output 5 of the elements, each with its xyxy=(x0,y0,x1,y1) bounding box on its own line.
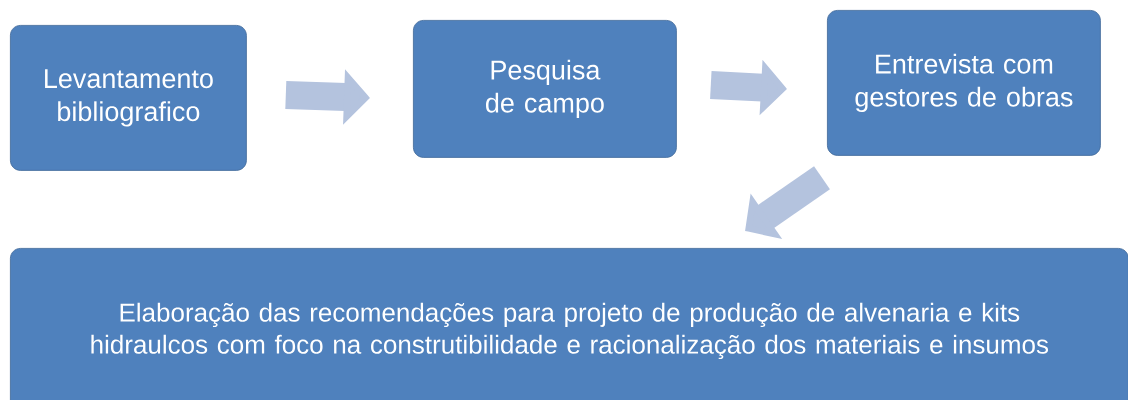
process-box: Pesquisa de campo xyxy=(413,20,677,158)
process-box: Elaboração das recomendações para projeto de produção de alvenaria e kits hidraulcos com foco na construtibilidade e racionalização dos materiais e insumos xyxy=(10,248,1128,400)
block-arrow xyxy=(745,166,830,240)
process-box: Entrevista com gestores de obras xyxy=(827,10,1101,156)
process-box: Levantamento bibliografico xyxy=(10,25,247,171)
